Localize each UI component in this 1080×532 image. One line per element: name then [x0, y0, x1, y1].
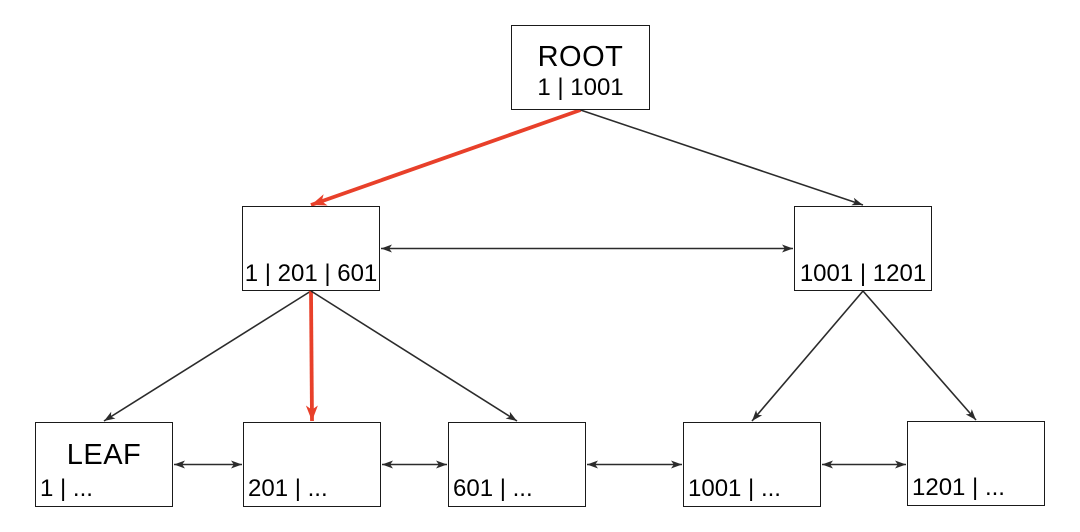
node-internal-left: 1 | 201 | 601 — [242, 206, 380, 291]
node-internal-right-keys: 1001 | 1201 — [799, 259, 927, 287]
node-leaf-4: 1001 | ... — [683, 422, 821, 507]
node-leaf-2-keys: 201 | ... — [248, 474, 328, 502]
edge-internal_left-leaf_3 — [310, 290, 518, 422]
edge-root-internal_left-highlighted — [310, 108, 582, 207]
node-leaf-2: 201 | ... — [243, 422, 381, 507]
node-leaf-1: LEAF 1 | ... — [35, 422, 173, 507]
node-leaf-5-keys: 1201 | ... — [912, 473, 1005, 501]
edge-root-internal_right — [580, 109, 864, 206]
node-leaf-5: 1201 | ... — [907, 421, 1045, 506]
node-internal-left-keys: 1 | 201 | 601 — [244, 259, 378, 287]
node-root: ROOT 1 | 1001 — [511, 25, 650, 110]
node-root-keys: 1 | 1001 — [537, 73, 624, 101]
node-leaf-3-keys: 601 | ... — [453, 474, 533, 502]
edge-internal_right-leaf_4 — [751, 290, 864, 422]
node-root-title: ROOT — [537, 41, 624, 74]
node-leaf-1-title: LEAF — [66, 439, 142, 472]
edge-internal_right-leaf_5 — [862, 290, 977, 421]
node-leaf-3: 601 | ... — [448, 422, 586, 507]
node-leaf-4-keys: 1001 | ... — [688, 474, 781, 502]
node-leaf-1-keys: 1 | ... — [40, 474, 93, 502]
edge-internal_left-leaf_1 — [103, 290, 312, 422]
node-internal-right: 1001 | 1201 — [794, 206, 932, 291]
edge-internal_left-leaf_2-highlighted — [305, 290, 318, 422]
